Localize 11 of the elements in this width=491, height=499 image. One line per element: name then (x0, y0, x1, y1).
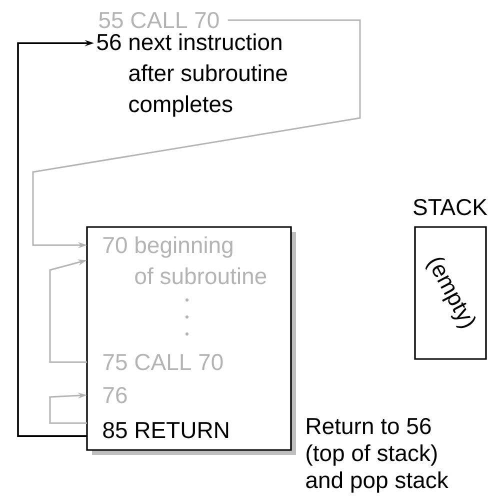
instruction-text: 75 CALL 70 (103, 354, 223, 370)
instruction-text: 70 beginning of subroutine (103, 236, 266, 284)
arrow (49, 392, 87, 424)
arrow (49, 260, 87, 363)
note-text: Return to 56 (top of stack) and pop stack (306, 418, 448, 493)
instruction-text: 85 RETURN (103, 422, 228, 438)
stack-heading: STACK (414, 198, 488, 216)
instruction-text: 76 (103, 386, 127, 404)
program-box (86, 226, 296, 455)
instruction-text: 55 CALL 70 (99, 12, 219, 28)
instruction-text: 56 next instruction after subroutine completes (97, 33, 287, 117)
